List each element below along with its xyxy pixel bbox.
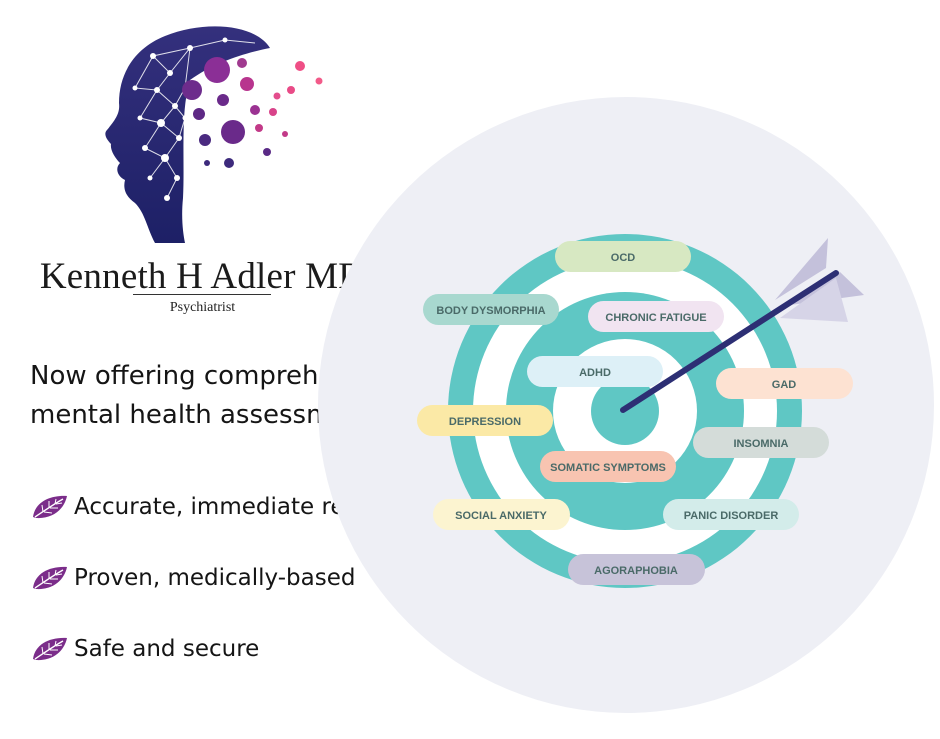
target-label-insomnia: INSOMNIA [693,427,829,458]
leaf-icon [33,566,67,590]
svg-text:ADHD: ADHD [579,367,611,379]
feature-text: Proven, medically-based [74,565,356,591]
svg-text:DEPRESSION: DEPRESSION [449,416,521,428]
feature-item: Proven, medically-based [30,561,450,595]
name-divider [133,294,271,295]
doctor-title: Psychiatrist [169,300,236,315]
svg-text:OCD: OCD [611,252,636,264]
svg-text:PANIC DISORDER: PANIC DISORDER [684,510,779,522]
doctor-name: Kenneth H Adler MD [39,256,366,297]
target-label-social-anxiety: SOCIAL ANXIETY [433,499,570,530]
svg-text:SOCIAL ANXIETY: SOCIAL ANXIETY [455,510,547,522]
feature-text: Safe and secure [74,636,260,662]
leaf-icon [33,495,67,519]
leaf-icon [33,637,67,661]
target-label-chronic-fatigue: CHRONIC FATIGUE [588,301,724,332]
target-label-ocd: OCD [555,241,691,272]
svg-text:CHRONIC FATIGUE: CHRONIC FATIGUE [605,312,706,324]
target-label-somatic-symptoms: SOMATIC SYMPTOMS [540,451,676,482]
svg-text:GAD: GAD [772,379,797,391]
svg-text:AGORAPHOBIA: AGORAPHOBIA [594,565,678,577]
target-label-gad: GAD [716,368,853,399]
brain-logo-icon [105,26,323,244]
target-label-adhd: ADHD [527,356,663,387]
svg-text:INSOMNIA: INSOMNIA [734,438,789,450]
arrow-icon [620,238,864,413]
svg-text:SOMATIC SYMPTOMS: SOMATIC SYMPTOMS [550,462,666,474]
feature-item: Safe and secure [30,632,450,666]
target-label-panic-disorder: PANIC DISORDER [663,499,799,530]
target-label-agoraphobia: AGORAPHOBIA [568,554,705,585]
target-label-depression: DEPRESSION [417,405,553,436]
svg-text:BODY DYSMORPHIA: BODY DYSMORPHIA [436,305,545,317]
target-label-body-dysmorphia: BODY DYSMORPHIA [423,294,559,325]
